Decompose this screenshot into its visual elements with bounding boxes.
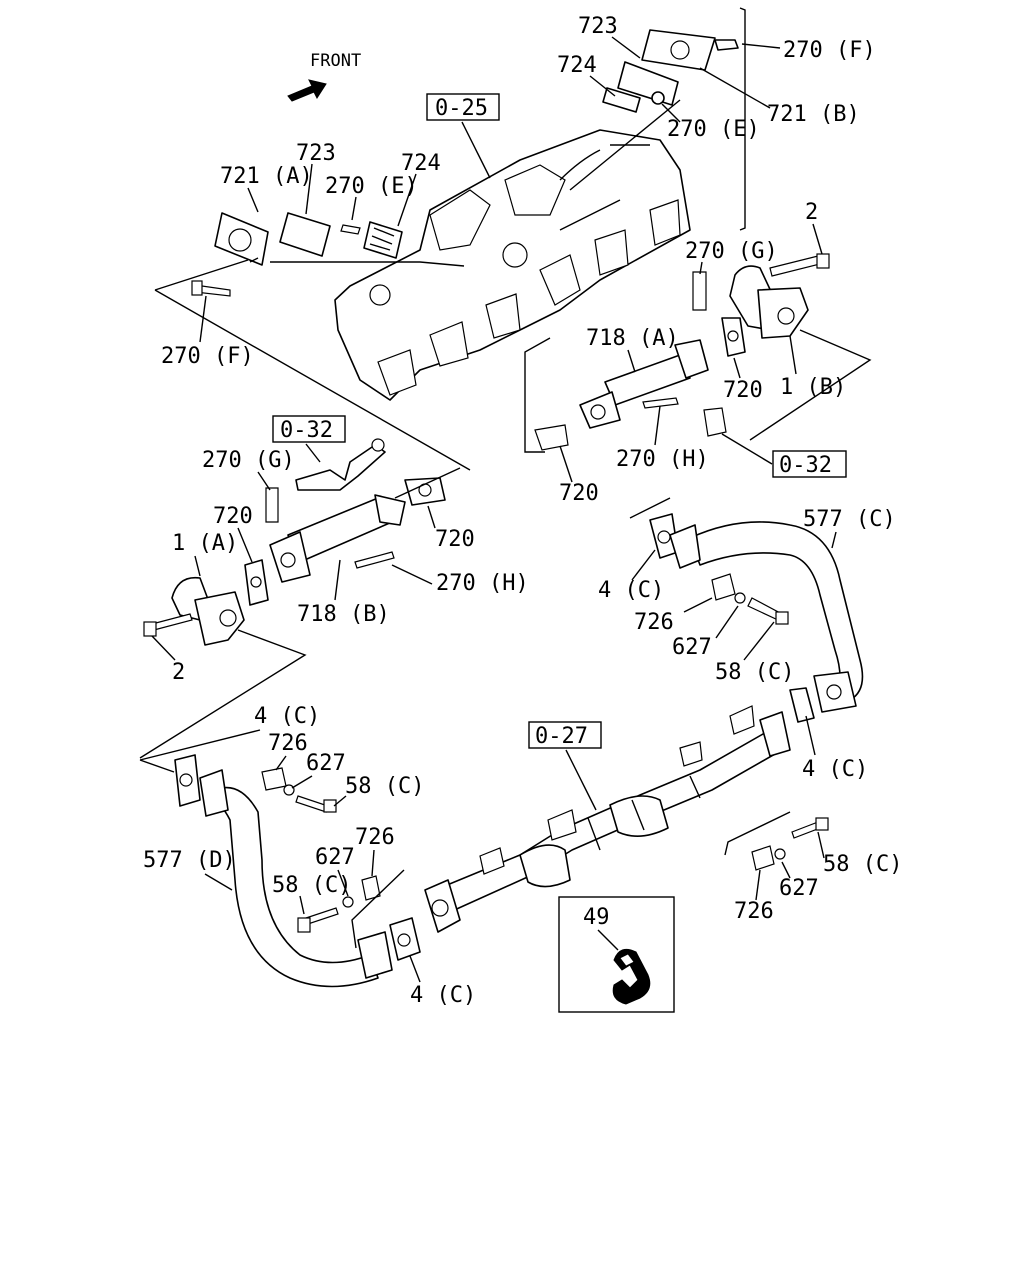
- callout-720-right-a: 720: [723, 378, 763, 403]
- callout-1a: 1 (A): [172, 531, 238, 556]
- callout-726-upper: 726: [634, 610, 674, 635]
- egr-cover-b: [602, 29, 739, 113]
- callout-49: 49: [583, 905, 610, 930]
- ref-box-exhaust: [528, 721, 602, 749]
- callout-2-right: 2: [805, 200, 818, 225]
- callout-721b: 721 (B): [767, 102, 860, 127]
- ref-box-pipe-right: [772, 450, 847, 478]
- pipe-577c: [649, 513, 864, 723]
- callout-726-left-b: 726: [355, 825, 395, 850]
- callout-720-left-a: 720: [213, 504, 253, 529]
- callout-720-right-b: 720: [559, 481, 599, 506]
- egr-valve-b: [692, 253, 830, 357]
- callout-270f-top: 270 (F): [783, 38, 876, 63]
- front-arrow-icon: [287, 79, 327, 102]
- callout-1b: 1 (B): [780, 375, 846, 400]
- callout-270e-left: 270 (E): [325, 174, 418, 199]
- callout-627-upper: 627: [672, 635, 712, 660]
- callout-577c: 577 (C): [803, 507, 896, 532]
- callout-726-right-b: 726: [734, 899, 774, 924]
- callout-270e-top: 270 (E): [667, 117, 760, 142]
- exhaust-pipe: [424, 705, 791, 933]
- callout-577d: 577 (D): [143, 848, 236, 873]
- intake-manifold: [334, 129, 691, 401]
- egr-cooler-a: [534, 339, 727, 451]
- bolt-group-lower-right: [751, 817, 829, 871]
- ref-box-exhaust-label: 0-27: [535, 724, 588, 749]
- callout-270g-left: 270 (G): [202, 448, 295, 473]
- callout-58c-left: 58 (C): [345, 774, 424, 799]
- callout-718a: 718 (A): [586, 326, 679, 351]
- egr-pipe-left: [244, 438, 446, 606]
- callout-723-top: 723: [578, 14, 618, 39]
- callout-726-left: 726: [268, 731, 308, 756]
- ref-box-pipe-left: [272, 415, 346, 443]
- callout-723-left: 723: [296, 141, 336, 166]
- callout-627-left: 627: [306, 751, 346, 776]
- egr-cover-a: [191, 212, 403, 297]
- ref-box-pipe-right-label: 0-32: [779, 453, 832, 478]
- callout-721a: 721 (A): [220, 164, 313, 189]
- pipe-577d: [174, 754, 421, 988]
- callout-627-left-b: 627: [315, 845, 355, 870]
- callout-270g-right: 270 (G): [685, 239, 778, 264]
- callout-4c-right: 4 (C): [802, 757, 868, 782]
- ref-box-pipe-left-label: 0-32: [280, 418, 333, 443]
- ref-box-manifold-label: 0-25: [435, 96, 488, 121]
- callout-627-right-b: 627: [779, 876, 819, 901]
- callout-724-left: 724: [401, 151, 441, 176]
- callout-58c-left-b: 58 (C): [272, 873, 351, 898]
- callout-4c-left-top: 4 (C): [254, 704, 320, 729]
- callout-270h-left: 270 (H): [436, 571, 529, 596]
- callout-58c-right-b: 58 (C): [823, 852, 902, 877]
- callout-724-top: 724: [557, 53, 597, 78]
- callout-720-left-b: 720: [435, 527, 475, 552]
- callout-4c-bottom: 4 (C): [410, 983, 476, 1008]
- egr-valve-a: [143, 576, 245, 646]
- clip-icon: [612, 948, 651, 1005]
- callout-718b: 718 (B): [297, 602, 390, 627]
- ref-box-manifold: [426, 93, 500, 121]
- callout-270f-left: 270 (F): [161, 344, 254, 369]
- callout-2-left: 2: [172, 660, 185, 685]
- front-label: FRONT: [310, 51, 361, 71]
- callout-58c-upper: 58 (C): [715, 660, 794, 685]
- callout-270h-right: 270 (H): [616, 447, 709, 472]
- callout-4c-upper: 4 (C): [598, 578, 664, 603]
